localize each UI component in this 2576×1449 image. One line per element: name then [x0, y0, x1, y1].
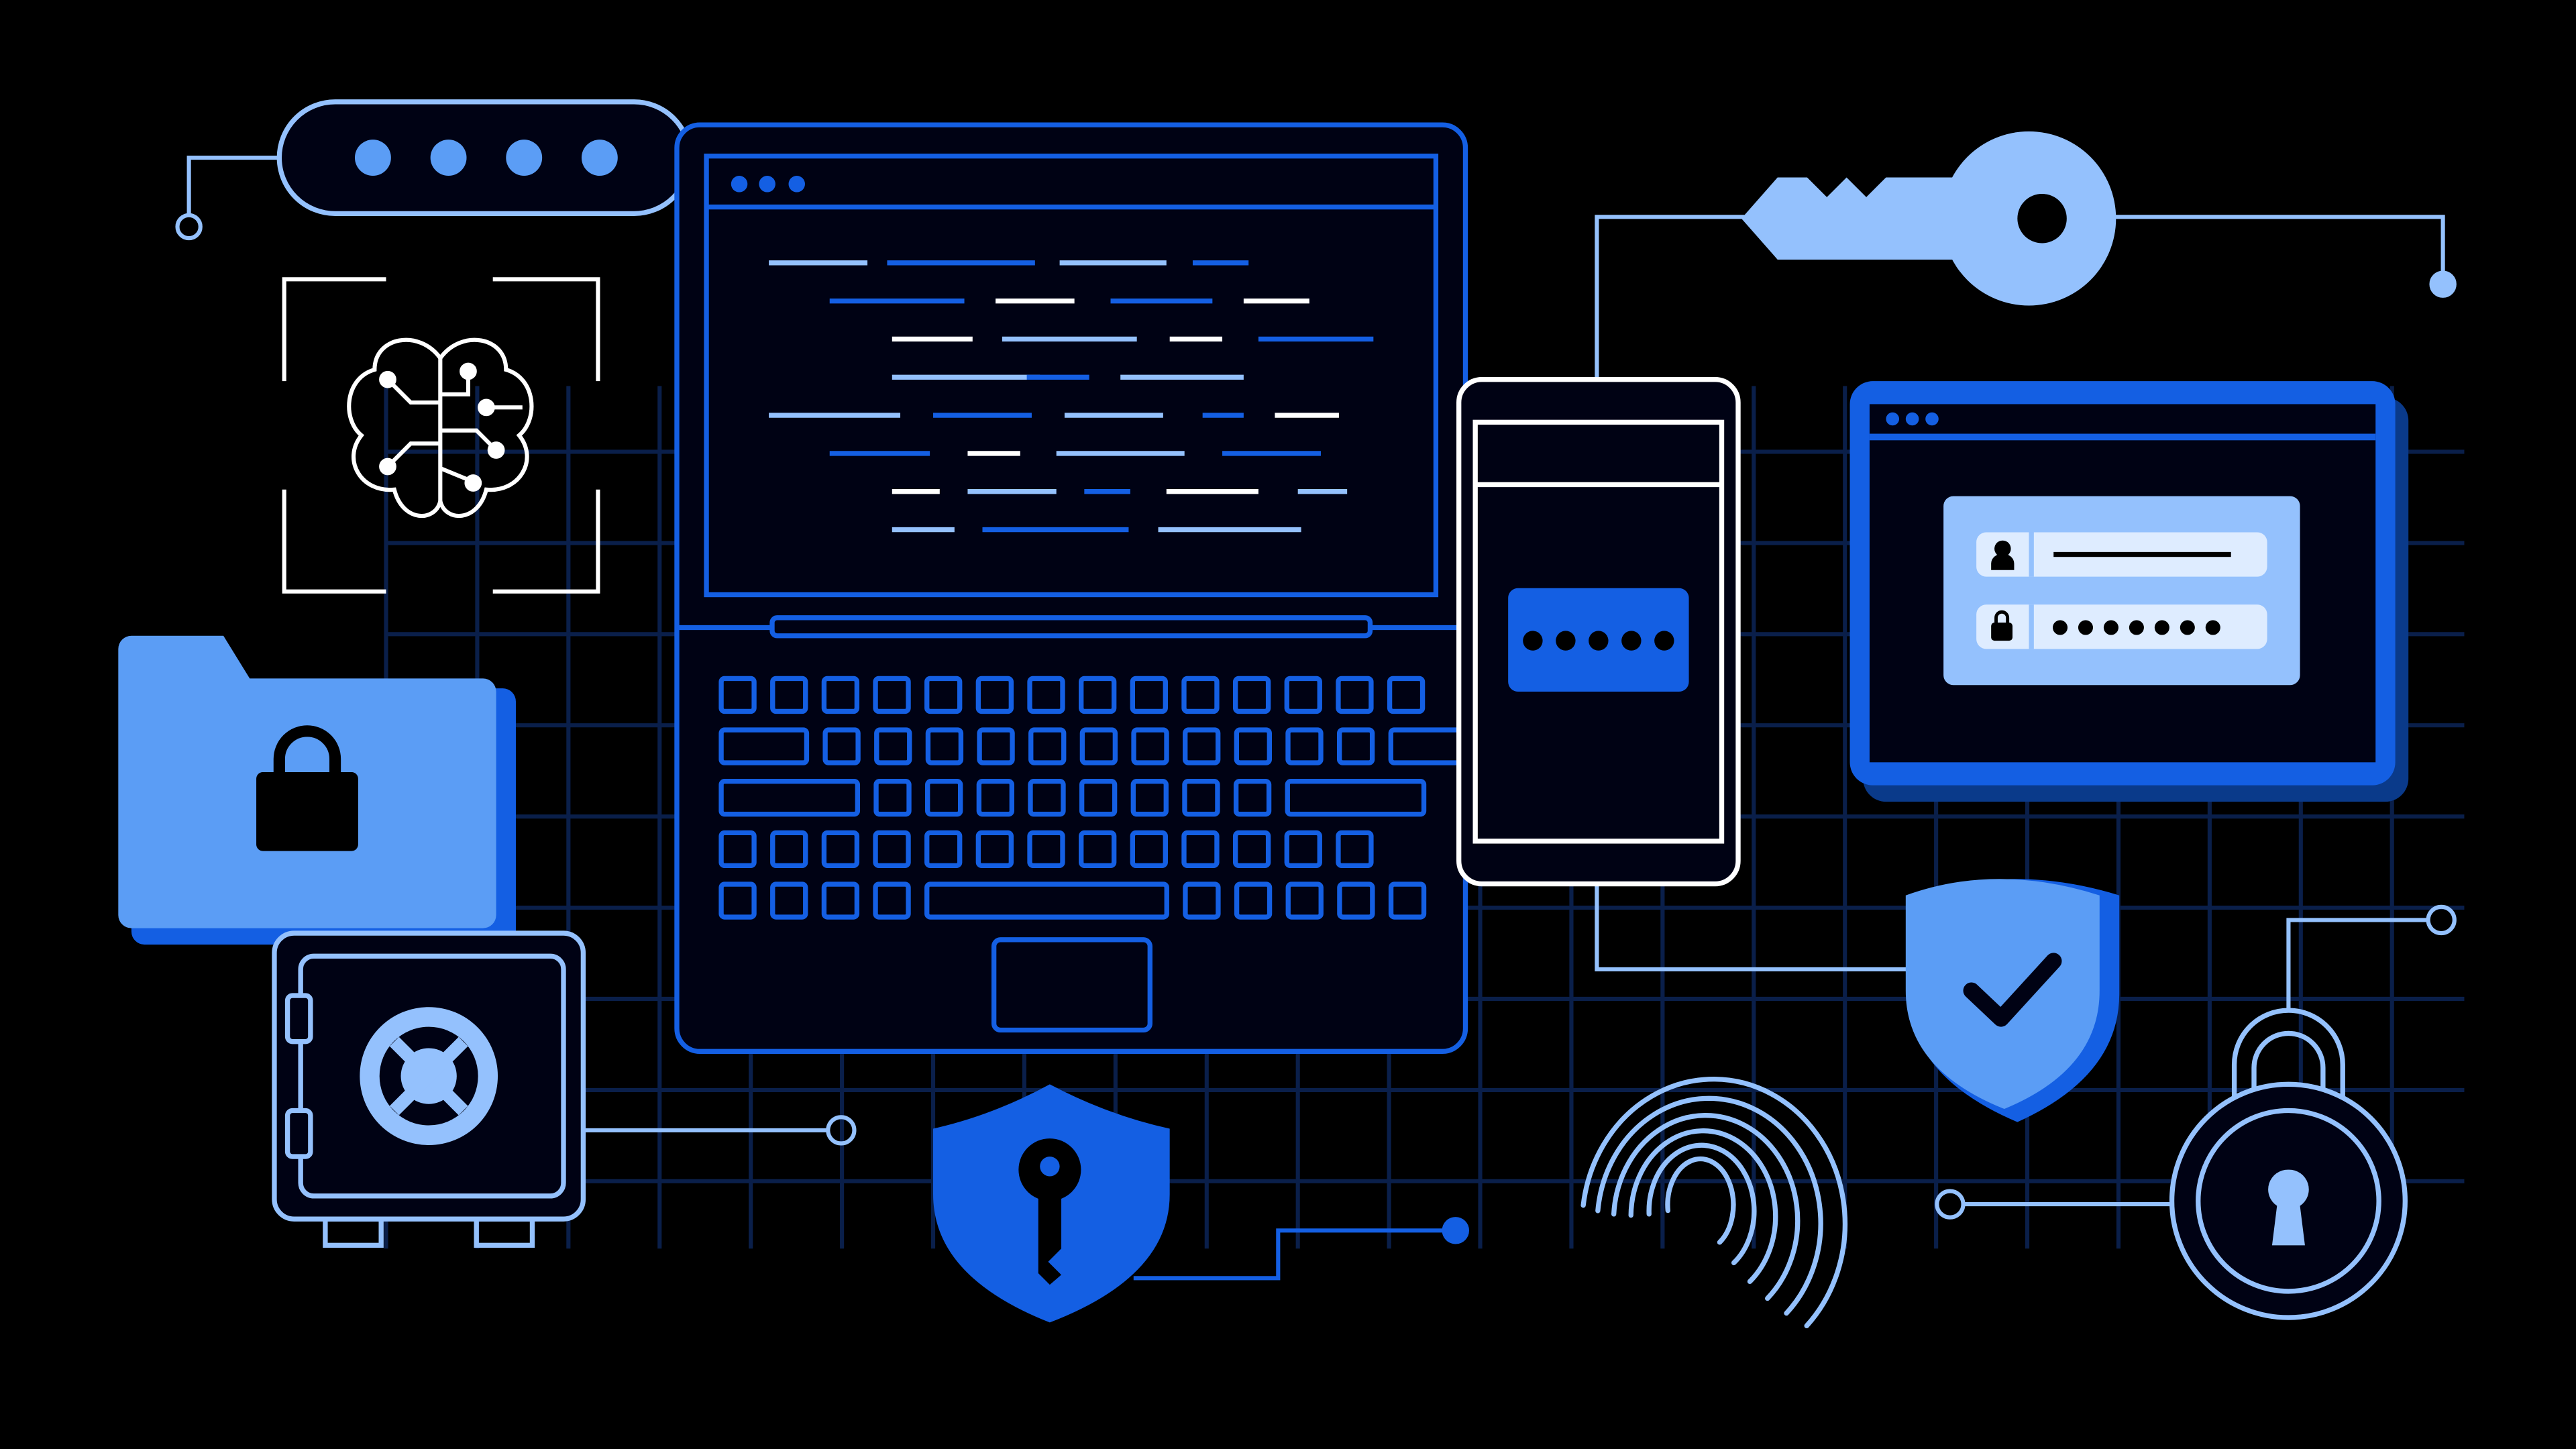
keyboard-key: [1337, 881, 1375, 920]
keyboard-key: [718, 881, 757, 920]
keyboard-key: [1387, 676, 1426, 714]
keyboard-key: [873, 881, 911, 920]
keyboard-key: [1234, 881, 1273, 920]
keyboard-key: [1027, 676, 1065, 714]
keyboard-key: [975, 676, 1014, 714]
keyboard-key: [1028, 779, 1066, 817]
keyboard-key: [1233, 779, 1272, 817]
keyboard-key: [1182, 779, 1220, 817]
keyboard-key: [1336, 727, 1375, 765]
keyboard-key: [976, 779, 1015, 817]
password-dot: [2103, 620, 2118, 635]
keyboard-key: [873, 779, 912, 817]
keyboard-key: [718, 830, 757, 869]
password-dot: [2180, 620, 2195, 635]
password-dot: [2154, 620, 2169, 635]
keyboard-key: [977, 727, 1015, 765]
keyboard-key: [1285, 779, 1427, 817]
fingerprint-ridge: [1646, 1142, 1757, 1266]
keyboard-key: [1130, 830, 1168, 869]
connector-blue: [1133, 1217, 1469, 1281]
keyboard-key: [718, 676, 757, 714]
password-dot: [2205, 620, 2220, 635]
keyboard-key: [821, 881, 860, 920]
keyboard-key: [924, 676, 963, 714]
keyboard-key: [1388, 881, 1427, 920]
keyboard-key: [1130, 779, 1169, 817]
keyboard-key: [822, 727, 861, 765]
keyboard-key: [1027, 830, 1065, 869]
fingerprint-icon: [1580, 1077, 1848, 1329]
keyboard-key: [770, 881, 808, 920]
keyboard-key: [873, 830, 911, 869]
password-field-icon: [276, 99, 693, 217]
connector-lines: [175, 156, 2457, 1220]
keyboard-key: [1232, 676, 1271, 714]
shield-check-icon: [1905, 879, 2120, 1122]
keyboard-key: [975, 830, 1014, 869]
keyboard-key: [1285, 881, 1324, 920]
keyboard-key: [770, 676, 808, 714]
shield-key-icon: [933, 1084, 1170, 1323]
safe-vault-icon: [272, 930, 586, 1248]
fingerprint-ridge: [1611, 1113, 1801, 1301]
phone-pin-icon: [1456, 377, 1741, 887]
trackpad: [991, 937, 1152, 1033]
keyboard-key: [1336, 830, 1374, 869]
keyboard-key: [924, 830, 963, 869]
fingerprint-ridge: [1628, 1128, 1778, 1285]
keyboard-key: [1078, 676, 1117, 714]
fingerprint-ridge: [1665, 1156, 1736, 1245]
brain-scan-icon: [282, 277, 600, 594]
key-icon: [1741, 131, 2116, 306]
login-window-icon: [1849, 381, 2409, 802]
keyboard-key: [1183, 881, 1221, 920]
keyboard-key: [1336, 676, 1374, 714]
code-lines: [769, 260, 1374, 533]
keyboard-key: [1284, 830, 1322, 869]
keyboard-key: [925, 727, 964, 765]
keyboard-key: [1131, 727, 1169, 765]
keyboard-key: [1232, 830, 1271, 869]
keyboard-key: [1079, 727, 1118, 765]
keyboard-key: [718, 779, 861, 817]
keyboard-key: [924, 881, 1169, 920]
keyboard-key: [1181, 676, 1220, 714]
keyboard-key: [1285, 727, 1324, 765]
keyboard-key: [1028, 727, 1067, 765]
keyboard-key: [1234, 727, 1273, 765]
fingerprint-ridge: [1595, 1095, 1823, 1316]
keyboard-key: [1183, 727, 1221, 765]
keyboard-key: [1130, 676, 1168, 714]
keyboard-key: [873, 676, 911, 714]
keyboard: [718, 676, 1479, 920]
locked-folder-icon: [118, 635, 516, 945]
keyboard-key: [925, 779, 963, 817]
password-dot: [2078, 620, 2093, 635]
padlock-icon: [2169, 1008, 2408, 1320]
laptop-icon: [674, 122, 1479, 1055]
keyboard-key: [1284, 676, 1322, 714]
keyboard-key: [821, 830, 860, 869]
password-dot: [2053, 620, 2068, 635]
keyboard-key: [1079, 779, 1118, 817]
fingerprint-ridge: [1580, 1077, 1848, 1329]
keyboard-key: [874, 727, 912, 765]
password-dot: [2129, 620, 2144, 635]
keyboard-key: [1181, 830, 1220, 869]
keyboard-key: [1078, 830, 1117, 869]
keyboard-key: [718, 727, 810, 765]
keyboard-key: [770, 830, 808, 869]
keyboard-key: [821, 676, 860, 714]
